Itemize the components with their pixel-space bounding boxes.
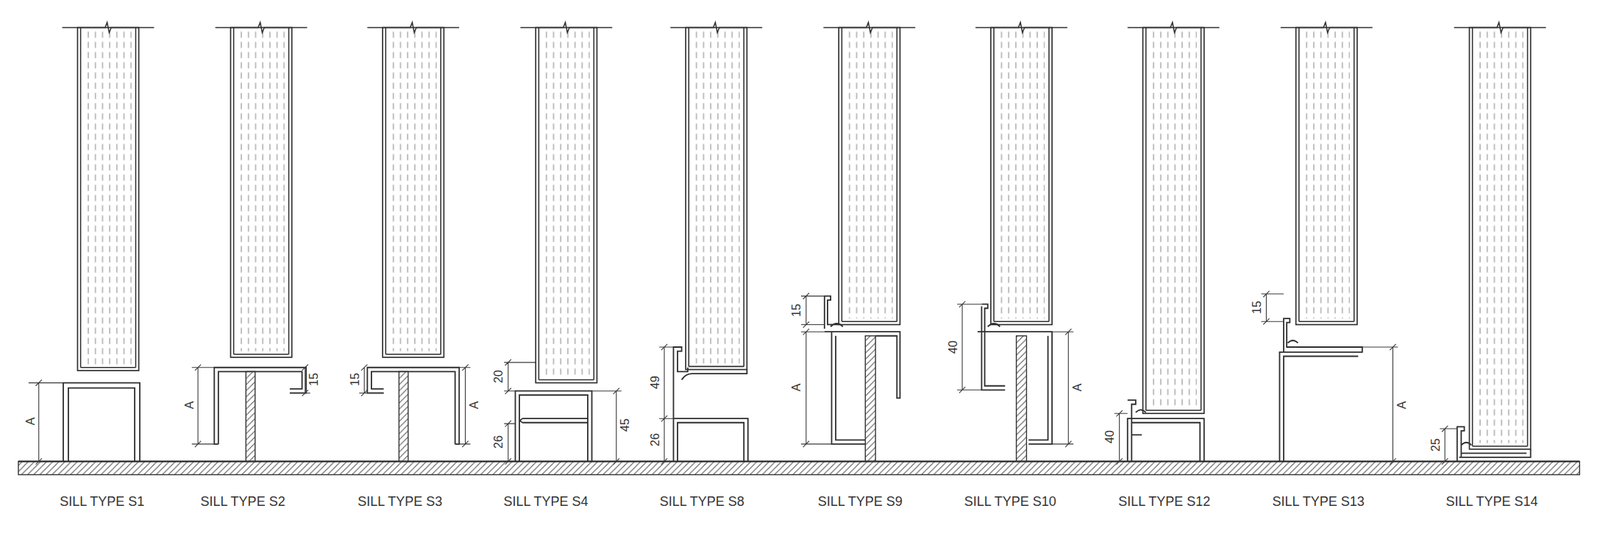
dimension-value: 26 [492,434,505,451]
dimension-value: A [1396,399,1408,411]
dimension-value: 40 [1104,428,1116,446]
dimension-value: 15 [1251,299,1264,316]
dimension-value: 20 [492,368,505,385]
sill-caption: SILL TYPE S8 [659,495,745,509]
sill-caption: SILL TYPE S10 [964,495,1057,509]
dimension-value: 45 [619,417,632,435]
dimension-value: A [468,399,481,411]
sill-caption: SILL TYPE S2 [200,495,286,509]
dimension-value: 15 [308,371,320,388]
dimension-value: A [790,382,803,394]
dimension-value: 15 [349,371,362,388]
sill-caption: SILL TYPE S14 [1445,495,1538,509]
dimension-value: 40 [947,339,960,356]
dimension-value: 15 [790,302,803,319]
sill-caption: SILL TYPE S4 [503,495,589,509]
dimension-value: 26 [649,431,662,448]
sill-caption: SILL TYPE S3 [357,495,443,509]
dimension-value: A [25,416,37,428]
sill-caption: SILL TYPE S9 [818,495,903,509]
dimension-value: A [183,399,196,411]
sill-caption: SILL TYPE S12 [1118,495,1211,509]
dimension-value: A [1071,382,1084,394]
dimension-value: 49 [649,374,662,391]
sill-caption: SILL TYPE S13 [1272,495,1365,509]
sill-caption: SILL TYPE S1 [59,495,145,509]
dimension-value: 25 [1430,436,1442,454]
